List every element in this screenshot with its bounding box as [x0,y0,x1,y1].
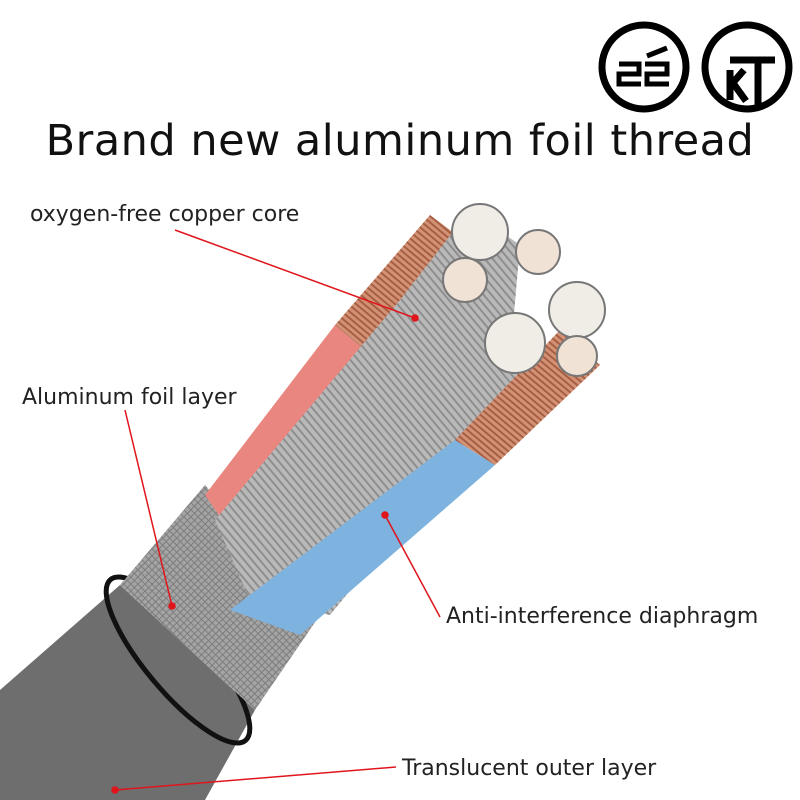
foil-layer [120,485,320,710]
label-foil-layer: Aluminum foil layer [22,385,237,410]
shield-strands [215,210,520,610]
label-copper-core: oxygen-free copper core [30,202,300,227]
pointer-lines [111,229,441,794]
strand-ends [442,203,606,377]
label-outer-layer: Translucent outer layer [402,756,657,781]
page-title: Brand new aluminum foil thread [45,116,755,166]
brand-logo-right [701,21,793,113]
blue-wire [230,440,495,635]
brand-logo-left [598,21,690,113]
label-diaphragm: Anti-interference diaphragm [446,604,759,629]
outer-jacket [0,585,255,800]
